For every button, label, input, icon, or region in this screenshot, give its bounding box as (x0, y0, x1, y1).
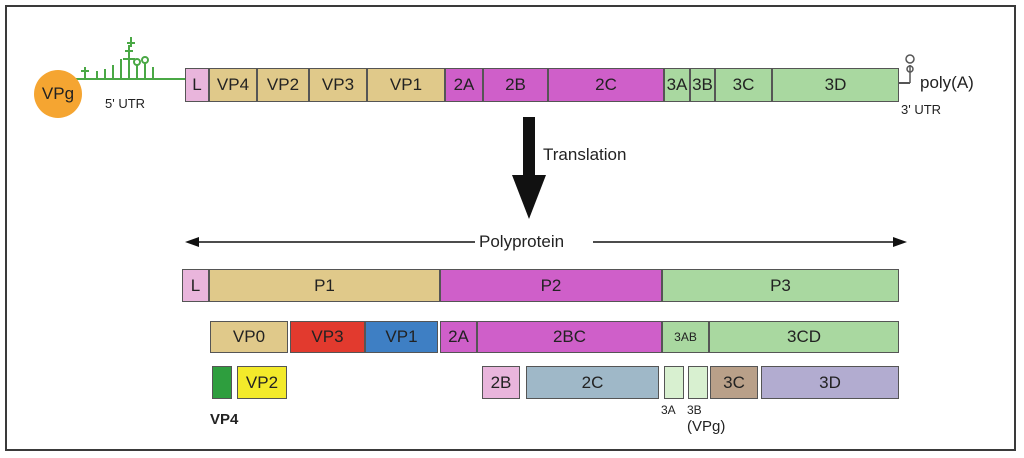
level2-segment-vp3: VP3 (290, 321, 365, 353)
genome-segment-label: VP4 (216, 75, 250, 94)
level3-segment-label: VP2 (245, 372, 279, 392)
level3-segment-label: 2B (490, 372, 512, 392)
genome-segment-3b: 3B (690, 68, 715, 102)
level2-segment-label: VP1 (385, 327, 418, 346)
genome-segment-vp1: VP1 (367, 68, 445, 102)
genome-segment-3c: 3C (715, 68, 772, 102)
level1-segment-l: L (182, 269, 209, 302)
level3-segment-vp2: VP2 (237, 366, 287, 399)
genome-segment-label: VP2 (266, 75, 300, 94)
level1-segment-label: P3 (770, 275, 791, 295)
genome-segment-vp2: VP2 (257, 68, 309, 102)
genome-segment-vp4: VP4 (209, 68, 257, 102)
utr5-label: 5' UTR (105, 96, 146, 111)
3b-bottom-label: 3B (687, 403, 702, 417)
level3-segment-2c: 2C (526, 366, 659, 399)
genome-segment-l: L (185, 68, 209, 102)
level2-segment-label: 2BC (552, 327, 587, 346)
genome-segment-label: L (192, 75, 202, 94)
genome-segment-label: 2A (453, 75, 475, 94)
level3-segment-label: 2C (581, 372, 604, 392)
level1-segment-label: P1 (314, 275, 335, 295)
genome-segment-label: 3B (692, 75, 713, 94)
level3-segment-3d: 3D (761, 366, 899, 399)
genome-segment-vp3: VP3 (309, 68, 367, 102)
level1-segment-p3: P3 (662, 269, 899, 302)
genome-segment-3d: 3D (772, 68, 899, 102)
level3-segment-segment-5 (688, 366, 708, 399)
level2-segment-3cd: 3CD (709, 321, 899, 353)
translation-label: Translation (543, 145, 627, 164)
level2-segment-label: VP3 (311, 327, 344, 346)
genome-segment-3a: 3A (664, 68, 690, 102)
rna-structure-svg (75, 37, 915, 247)
vpg-circle: VPg (34, 70, 82, 118)
level2-segment-2bc: 2BC (477, 321, 662, 353)
genome-segment-label: VP3 (321, 75, 355, 94)
level2-segment-vp1: VP1 (365, 321, 438, 353)
genome-segment-label: 3D (824, 75, 847, 94)
genome-segment-label: 2B (505, 75, 526, 94)
genome-segment-label: 3C (732, 75, 755, 94)
level2-segment-label: 3AB (674, 330, 697, 344)
genome-segment-2b: 2B (483, 68, 548, 102)
level3-segment-3c: 3C (710, 366, 758, 399)
level3-segment-2b: 2B (482, 366, 520, 399)
vpg-bottom-label: (VPg) (687, 418, 726, 435)
vpg-label: VPg (41, 84, 75, 103)
level3-segment-segment-0 (212, 366, 232, 399)
level3-segment-segment-4 (664, 366, 684, 399)
level1-segment-p1: P1 (209, 269, 440, 302)
level2-segment-label: 3CD (786, 327, 821, 346)
level2-segment-label: 2A (448, 327, 469, 346)
3a-bottom-label: 3A (661, 403, 676, 417)
level1-segment-label: P2 (540, 275, 562, 295)
genome-segment-label: 3A (666, 75, 688, 94)
level1-segment-p2: P2 (440, 269, 662, 302)
vp4-bottom-label: VP4 (210, 411, 239, 428)
polya-label: poly(A) (920, 73, 974, 92)
level2-segment-3ab: 3AB (662, 321, 709, 353)
level1-segment-label: L (190, 275, 201, 295)
genome-segment-2a: 2A (445, 68, 483, 102)
level2-segment-vp0: VP0 (210, 321, 288, 353)
level3-segment-label: 3C (723, 372, 745, 392)
genome-segment-label: VP1 (389, 75, 423, 94)
utr3-label: 3' UTR (901, 102, 942, 117)
genome-segment-2c: 2C (548, 68, 664, 102)
polyprotein-label: Polyprotein (479, 232, 565, 251)
level2-segment-label: VP0 (232, 327, 266, 346)
level2-segment-2a: 2A (440, 321, 477, 353)
level3-segment-label: 3D (819, 372, 841, 392)
genome-segment-label: 2C (595, 75, 617, 94)
